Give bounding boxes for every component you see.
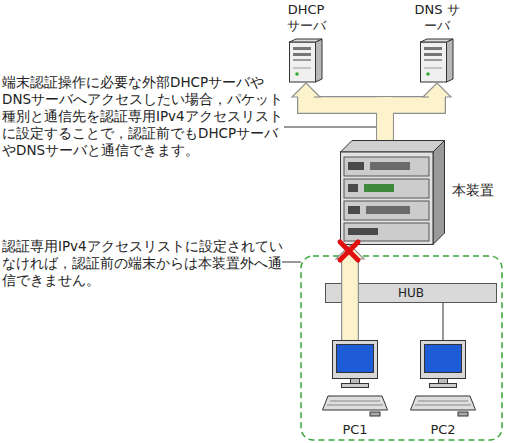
pc-part [323, 396, 388, 410]
flow-arrow [385, 97, 437, 140]
arrow-heads [292, 83, 451, 259]
server-label: DNS サーバ [414, 2, 460, 34]
pc-part [333, 341, 378, 379]
pc-icon [322, 340, 388, 418]
chassis-part [344, 179, 429, 198]
pc-part [458, 412, 468, 416]
arrow-fills [306, 97, 437, 340]
server-part [426, 72, 430, 76]
pc-part [425, 345, 462, 373]
pc-terminal: PC2 [410, 340, 476, 440]
flow-arrow [306, 97, 385, 140]
server-part [293, 59, 311, 61]
server-part [424, 59, 442, 61]
pc-part [330, 401, 380, 402]
arrow-head [336, 245, 364, 259]
chassis-part [341, 152, 434, 245]
server-part [424, 68, 442, 69]
chassis-label: 本装置 [452, 182, 494, 199]
switch-device: 本装置 [340, 140, 445, 245]
chassis-part [370, 162, 410, 170]
chassis-part [348, 206, 360, 214]
chassis-part [364, 184, 394, 192]
flow-arrow [385, 97, 437, 140]
chassis-part [348, 162, 364, 170]
hub-label: HUB [326, 284, 496, 302]
chassis-part [344, 201, 429, 220]
link-lines [355, 303, 443, 340]
server-part [290, 42, 316, 82]
pc-label: PC2 [410, 422, 476, 438]
arrow-outlines [306, 97, 437, 340]
chassis-part [433, 141, 445, 245]
blocked-cross [340, 242, 358, 260]
chassis-part [344, 223, 429, 241]
chassis-part [366, 206, 410, 214]
server-part [290, 39, 323, 42]
chassis-part [348, 184, 358, 192]
server-part [421, 39, 454, 42]
arrow-head [292, 83, 320, 97]
server-label: DHCP サーバ [283, 2, 329, 34]
pc-part [337, 345, 374, 373]
server-part [421, 42, 447, 82]
pc-part [421, 341, 466, 379]
pc-part [342, 384, 369, 388]
pc-part [411, 396, 476, 410]
pc-part [439, 379, 448, 384]
server-part [316, 39, 323, 82]
server-part [424, 53, 442, 56]
link-line [355, 303, 356, 340]
pc-label: PC1 [322, 422, 388, 438]
chassis-icon [340, 140, 445, 245]
pc-part [327, 405, 383, 406]
pc-icon [410, 340, 476, 418]
callout-note: 認証専用IPv4アクセスリストに設定されていなければ，認証前の端末からは本装置外… [2, 238, 288, 289]
server-part [295, 72, 299, 76]
blocked-mark [340, 242, 358, 260]
server-icon [420, 38, 454, 83]
hub-box: HUB [325, 283, 497, 303]
pc-part [415, 405, 471, 406]
server-icon [289, 38, 323, 83]
server-part [447, 39, 454, 82]
dhcp-server: DHCP サーバ [283, 2, 329, 83]
flow-arrow [306, 97, 385, 140]
link-line [443, 303, 444, 340]
flow-arrow [342, 259, 358, 340]
blocked-cross [340, 242, 358, 260]
chassis-part [348, 228, 378, 235]
server-part [424, 47, 442, 50]
auth-area-outline [301, 256, 502, 440]
chassis-part [344, 157, 429, 176]
flow-arrow [341, 259, 359, 340]
pc-part [351, 379, 360, 384]
pc-part [418, 401, 468, 402]
server-part [293, 47, 311, 50]
dns-server: DNS サーバ [414, 2, 460, 83]
server-part [293, 68, 311, 69]
server-part [293, 53, 311, 56]
pc-part [430, 384, 457, 388]
chassis-part [341, 141, 445, 153]
leader-line [284, 127, 377, 128]
callout-note: 端末認証操作に必要な外部DHCPサーバやDNSサーバへアクセスしたい場合，パケッ… [2, 74, 288, 159]
arrow-head [423, 83, 451, 97]
pc-terminal: PC1 [322, 340, 388, 440]
leader-line [282, 262, 301, 263]
pc-part [370, 412, 380, 416]
